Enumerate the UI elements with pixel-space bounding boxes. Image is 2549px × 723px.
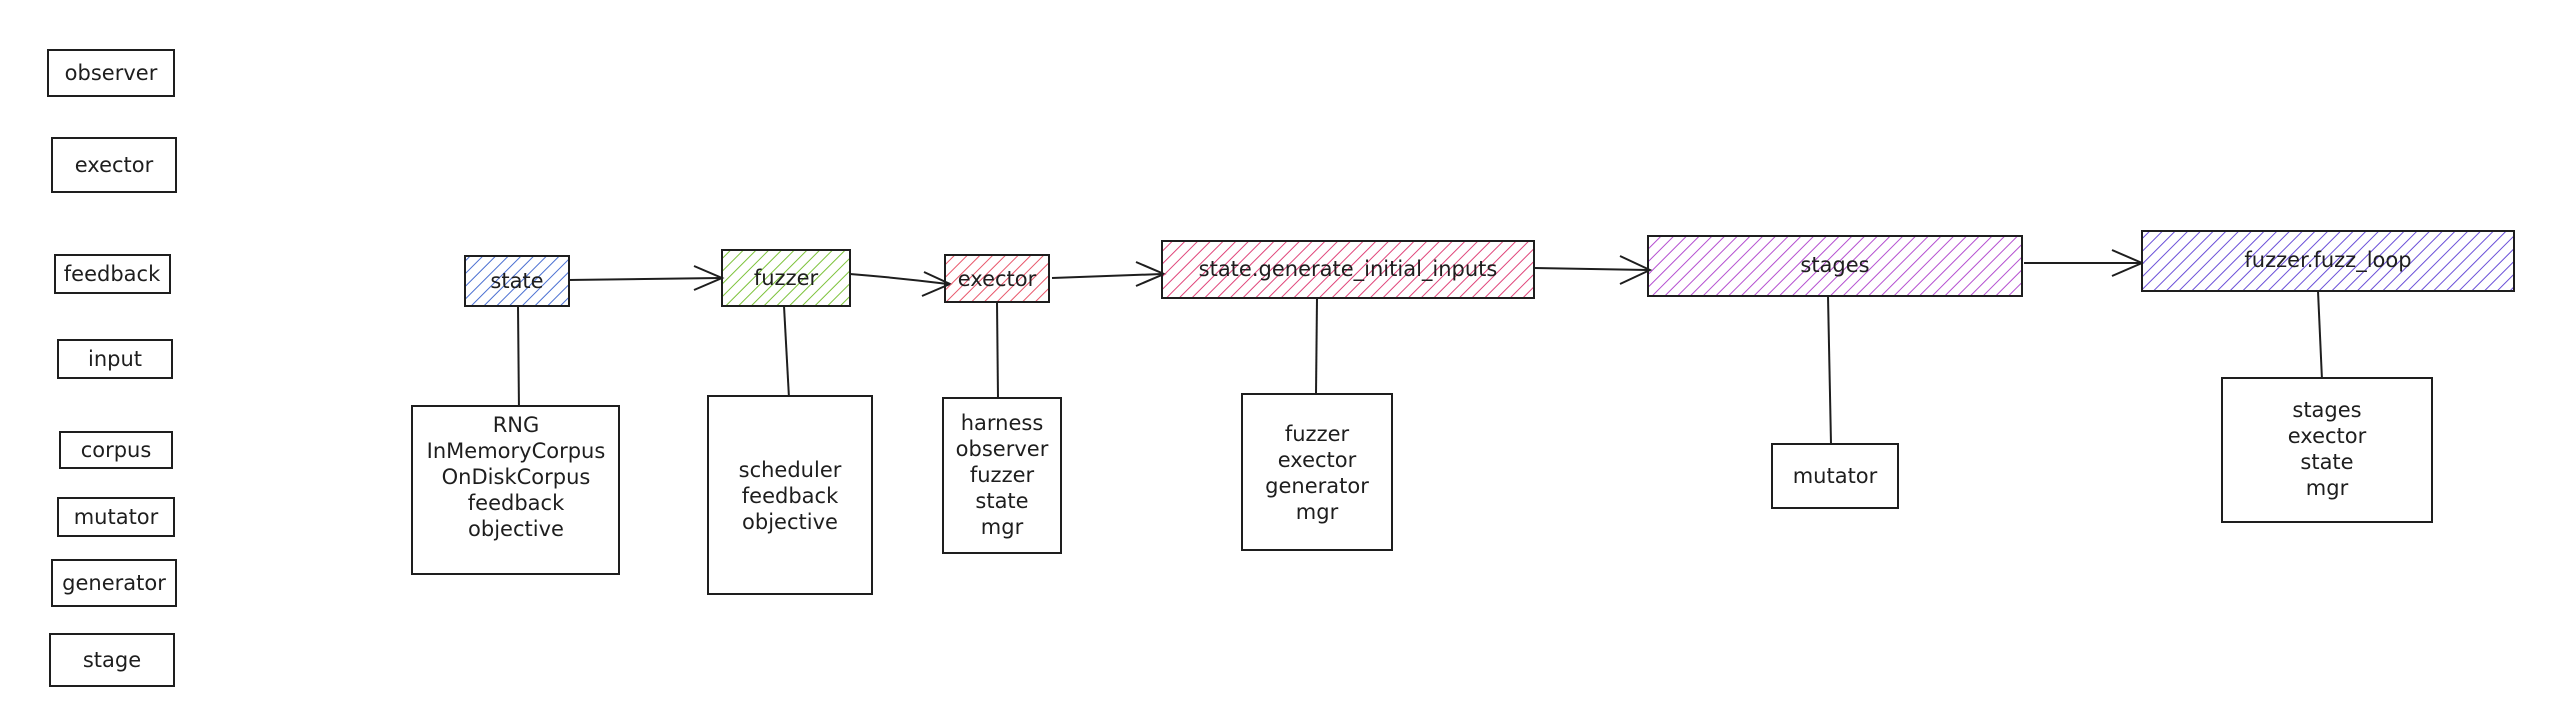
connector-generate [1315,297,1318,395]
node-fuzz-loop: fuzzer.fuzz_loop [2141,230,2515,292]
detail-item: mutator [1793,464,1878,488]
detail-item: OnDiskCorpus [442,465,591,489]
node-state-label: state [490,269,543,293]
detail-item: exector [1278,448,1357,472]
detail-box-state: RNG InMemoryCorpus OnDiskCorpus feedback… [411,405,620,575]
node-exector: exector [944,254,1050,303]
legend-item-label: feedback [64,262,161,286]
legend-item-input: input [57,339,173,379]
legend-item-corpus: corpus [59,431,173,469]
node-fuzzer-label: fuzzer [754,266,819,290]
detail-box-generate: fuzzer exector generator mgr [1241,393,1393,551]
detail-item: state [975,489,1028,513]
detail-item: objective [742,510,838,534]
node-generate-label: state.generate_initial_inputs [1199,257,1498,282]
node-fuzzer: fuzzer [721,249,851,307]
detail-item: exector [2288,424,2367,448]
node-generate-initial-inputs: state.generate_initial_inputs [1161,240,1535,299]
detail-item: objective [468,517,564,541]
detail-item: harness [961,411,1044,435]
detail-boxes: RNG InMemoryCorpus OnDiskCorpus feedback… [411,377,2433,595]
detail-item: mgr [1296,500,1339,524]
detail-item: feedback [468,491,565,515]
flow-arrows [567,249,2145,297]
legend: observer exector feedback input corpus m… [47,49,177,687]
detail-item: fuzzer [1285,422,1350,446]
node-exector-label: exector [958,267,1037,291]
arrow-generate-to-stages [1533,255,1653,285]
detail-item: fuzzer [970,463,1035,487]
detail-item: state [2300,450,2353,474]
legend-item-label: mutator [74,505,159,529]
legend-item-label: exector [75,153,154,177]
detail-item: mgr [2306,476,2349,500]
legend-item-label: corpus [81,438,152,462]
node-state: state [464,255,570,307]
detail-item: generator [1265,474,1369,498]
node-fuzzloop-label: fuzzer.fuzz_loop [2244,248,2411,273]
node-stages: stages [1647,235,2023,297]
legend-item-exector: exector [51,137,177,193]
detail-item: scheduler [739,458,842,482]
node-stages-label: stages [1800,253,1869,277]
detail-box-exector: harness observer fuzzer state mgr [942,397,1062,554]
legend-item-generator: generator [51,559,177,607]
legend-item-label: generator [62,571,166,595]
connector-state [517,305,520,413]
flow-nodes: state fuzzer exector state.generate_init… [464,230,2515,307]
detail-item: feedback [742,484,839,508]
legend-item-label: input [88,347,142,371]
arrow-state-to-fuzzer [567,265,725,291]
detail-box-stages: mutator [1771,443,1899,509]
arrow-fuzzer-to-exector [849,271,953,297]
connector-lines [517,290,2323,445]
legend-item-label: observer [65,61,158,85]
detail-item: observer [956,437,1049,461]
detail-item: RNG [493,413,540,437]
legend-item-stage: stage [49,633,175,687]
connector-fuzzloop [2317,290,2323,381]
arrow-stages-to-fuzzloop [2024,249,2145,277]
detail-box-fuzzloop: stages exector state mgr [2221,377,2433,523]
connector-exector [996,301,999,399]
arrow-exector-to-generate [1051,261,1167,287]
detail-item: mgr [981,515,1024,539]
legend-item-label: stage [83,648,141,672]
connector-stages [1827,295,1832,445]
detail-item: InMemoryCorpus [427,439,606,463]
detail-item: stages [2292,398,2361,422]
connector-fuzzer [783,305,790,399]
detail-box-fuzzer: scheduler feedback objective [707,395,873,595]
legend-item-mutator: mutator [57,497,175,537]
legend-item-feedback: feedback [54,254,171,294]
legend-item-observer: observer [47,49,175,97]
